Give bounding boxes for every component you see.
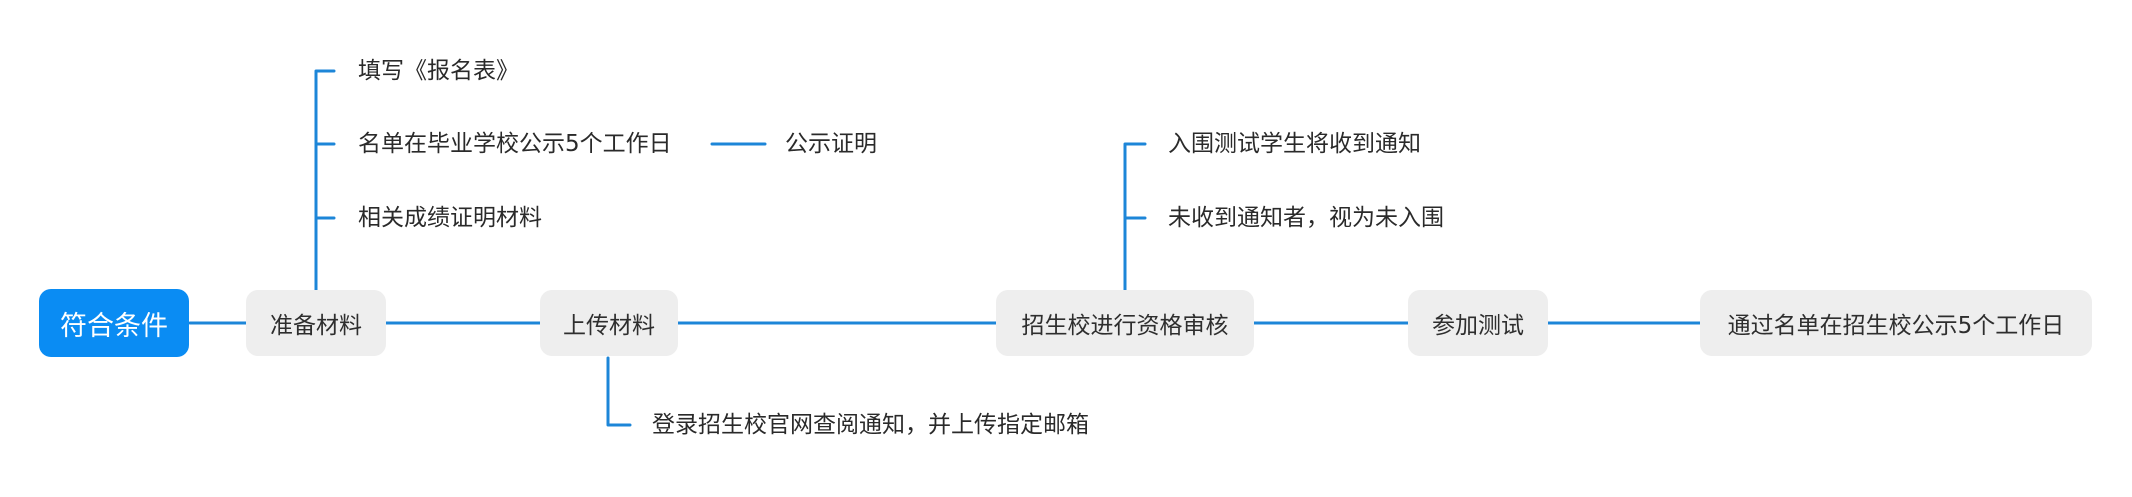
step-publicity[interactable]: 通过名单在招生校公示5个工作日 (1700, 290, 2092, 356)
step-label: 通过名单在招生校公示5个工作日 (1727, 313, 2065, 339)
leaf-fill-registration-form[interactable]: 填写《报名表》 (358, 58, 519, 84)
step-qualification-review[interactable]: 招生校进行资格审核 (996, 290, 1254, 356)
connector-upload-branch (606, 356, 632, 427)
leaf-shortlist-notified[interactable]: 入围测试学生将收到通知 (1168, 131, 1421, 157)
leaf-upload-instructions[interactable]: 登录招生校官网查阅通知，并上传指定邮箱 (652, 412, 1089, 438)
step-label: 招生校进行资格审核 (1021, 313, 1229, 339)
leaf-publicity-proof[interactable]: 公示证明 (785, 131, 877, 157)
leaf-not-shortlisted[interactable]: 未收到通知者，视为未入围 (1168, 205, 1444, 231)
step-take-test[interactable]: 参加测试 (1408, 290, 1548, 356)
leaf-score-certificates[interactable]: 相关成绩证明材料 (358, 205, 542, 231)
leaf-school-publicity[interactable]: 名单在毕业学校公示5个工作日 (358, 131, 672, 157)
connector-review-branches (1123, 142, 1147, 292)
step-label: 参加测试 (1432, 313, 1524, 339)
root-label: 符合条件 (60, 310, 168, 342)
root-node[interactable]: 符合条件 (39, 289, 189, 357)
step-upload-materials[interactable]: 上传材料 (540, 290, 678, 356)
step-prepare-materials[interactable]: 准备材料 (246, 290, 386, 356)
step-label: 上传材料 (563, 313, 655, 339)
connector-prepare-branches (314, 69, 336, 292)
step-label: 准备材料 (270, 313, 362, 339)
